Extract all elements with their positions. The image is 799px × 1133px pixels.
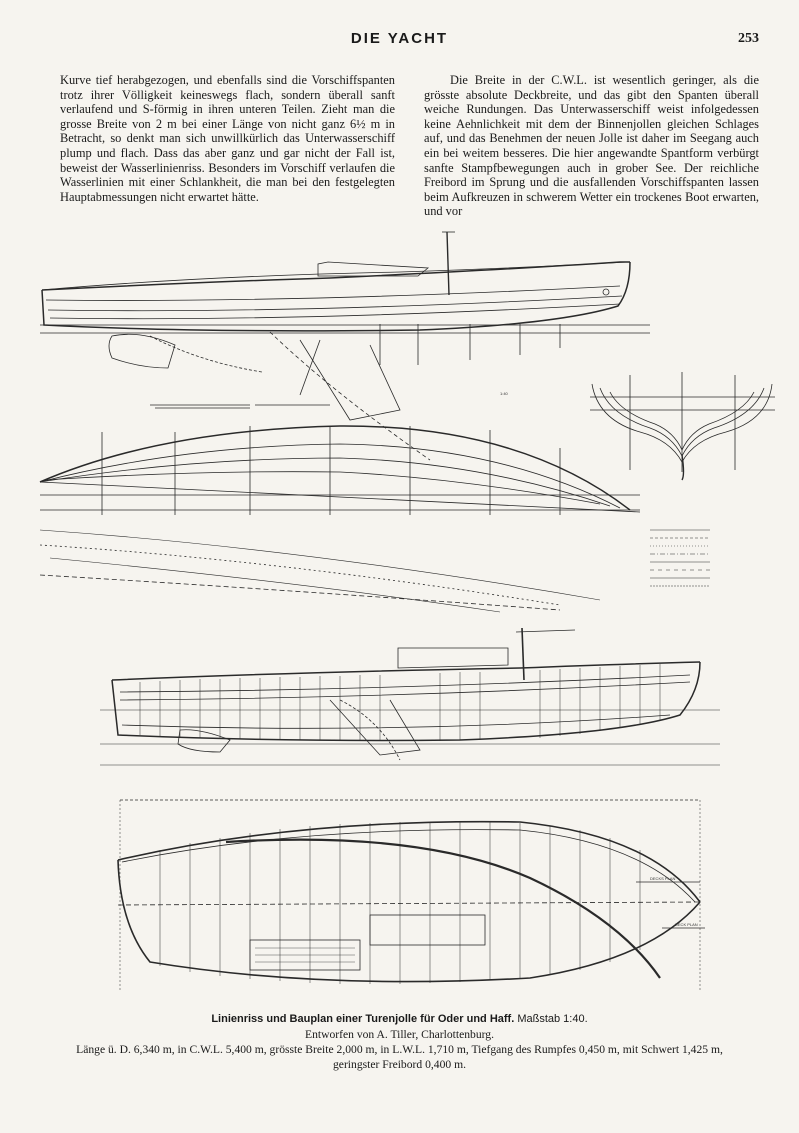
deck-plan-label-lower: DECK PLAN <box>675 922 698 927</box>
text-column-right: Die Breite in der C.W.L. ist wesentlich … <box>424 73 759 219</box>
paragraph-right: Die Breite in der C.W.L. ist wesentlich … <box>424 73 759 219</box>
profile-view <box>40 231 650 461</box>
paragraph-left: Kurve tief herabgezogen, und ebenfalls s… <box>60 73 395 204</box>
page-number: 253 <box>738 31 759 46</box>
figure-caption: Linienriss und Bauplan einer Turenjolle … <box>40 1012 759 1072</box>
caption-designer: Entworfen von A. Tiller, Charlottenburg. <box>305 1028 494 1041</box>
waterline-view <box>39 425 641 613</box>
caption-title-line: Linienriss und Bauplan einer Turenjolle … <box>40 1012 759 1027</box>
line-legend <box>650 529 710 587</box>
caption-specs-1: Länge ü. D. 6,340 m, in C.W.L. 5,400 m, … <box>76 1043 723 1056</box>
caption-specs-2: geringster Freibord 0,400 m. <box>333 1058 466 1071</box>
text-column-left: Kurve tief herabgezogen, und ebenfalls s… <box>60 73 395 204</box>
scale-note: 1:40 <box>500 391 509 396</box>
deck-plan-view <box>117 800 705 990</box>
journal-title: DIE YACHT <box>350 30 449 47</box>
deck-plan-label: DECKS PLAN <box>650 876 675 881</box>
caption-scale: Maßstab 1:40. <box>517 1013 588 1025</box>
body-plan-view <box>590 372 775 481</box>
construction-profile-view <box>100 627 720 801</box>
caption-title: Linienriss und Bauplan einer Turenjolle … <box>211 1013 515 1025</box>
